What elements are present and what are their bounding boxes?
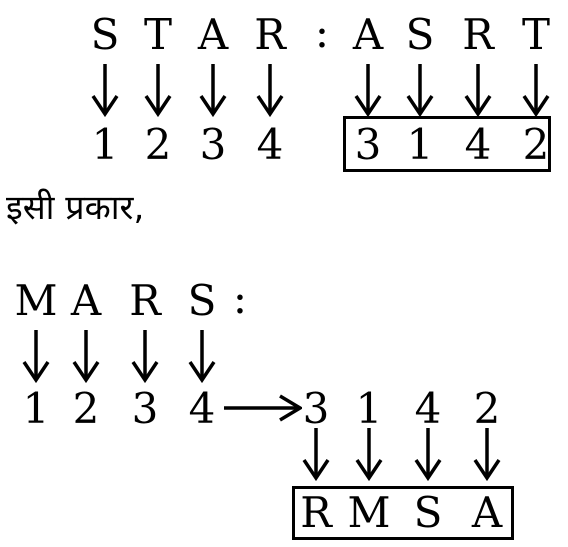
question-position-number: 3	[131, 384, 159, 433]
answer-letter: A	[471, 488, 503, 537]
position-number: 3	[199, 120, 227, 169]
question-position-number: 4	[188, 384, 216, 433]
down-arrow-icon	[464, 62, 492, 116]
code-letter: A	[352, 10, 384, 59]
position-number: 4	[256, 120, 284, 169]
down-arrow-icon	[473, 426, 501, 480]
code-position-number: 2	[522, 120, 550, 169]
down-arrow-icon	[188, 328, 216, 382]
down-arrow-icon	[91, 62, 119, 116]
question-letter: R	[129, 276, 161, 325]
code-positions-box	[343, 116, 551, 172]
down-arrow-icon	[144, 62, 172, 116]
question-letter: A	[70, 276, 102, 325]
down-arrow-icon	[414, 426, 442, 480]
down-arrow-icon	[256, 62, 284, 116]
rearranged-position-number: 1	[355, 384, 383, 433]
down-arrow-icon	[72, 328, 100, 382]
rearranged-position-number: 4	[414, 384, 442, 433]
example-letter: A	[197, 10, 229, 59]
code-letter: T	[521, 10, 550, 59]
transition-text: इसी प्रकार,	[6, 188, 145, 228]
example-letter: T	[143, 10, 172, 59]
answer-box	[292, 486, 514, 540]
question-separator: :	[232, 274, 248, 323]
down-arrow-icon	[355, 426, 383, 480]
question-letter: M	[14, 276, 58, 325]
down-arrow-icon	[522, 62, 550, 116]
example-letter: R	[254, 10, 286, 59]
rearranged-position-number: 3	[302, 384, 330, 433]
code-letter: S	[405, 10, 435, 59]
code-position-number: 1	[406, 120, 434, 169]
code-letter: R	[462, 10, 494, 59]
example-separator: :	[314, 8, 330, 57]
down-arrow-icon	[22, 328, 50, 382]
answer-letter: M	[347, 488, 391, 537]
down-arrow-icon	[406, 62, 434, 116]
question-letter: S	[187, 276, 217, 325]
position-number: 1	[91, 120, 119, 169]
down-arrow-icon	[354, 62, 382, 116]
rearranged-position-number: 2	[473, 384, 501, 433]
position-number: 2	[144, 120, 172, 169]
right-arrow-icon	[224, 394, 302, 422]
down-arrow-icon	[199, 62, 227, 116]
code-position-number: 3	[354, 120, 382, 169]
down-arrow-icon	[302, 426, 330, 480]
down-arrow-icon	[131, 328, 159, 382]
code-position-number: 4	[464, 120, 492, 169]
answer-letter: S	[413, 488, 443, 537]
question-position-number: 2	[72, 384, 100, 433]
example-letter: S	[90, 10, 120, 59]
answer-letter: R	[300, 488, 332, 537]
question-position-number: 1	[22, 384, 50, 433]
